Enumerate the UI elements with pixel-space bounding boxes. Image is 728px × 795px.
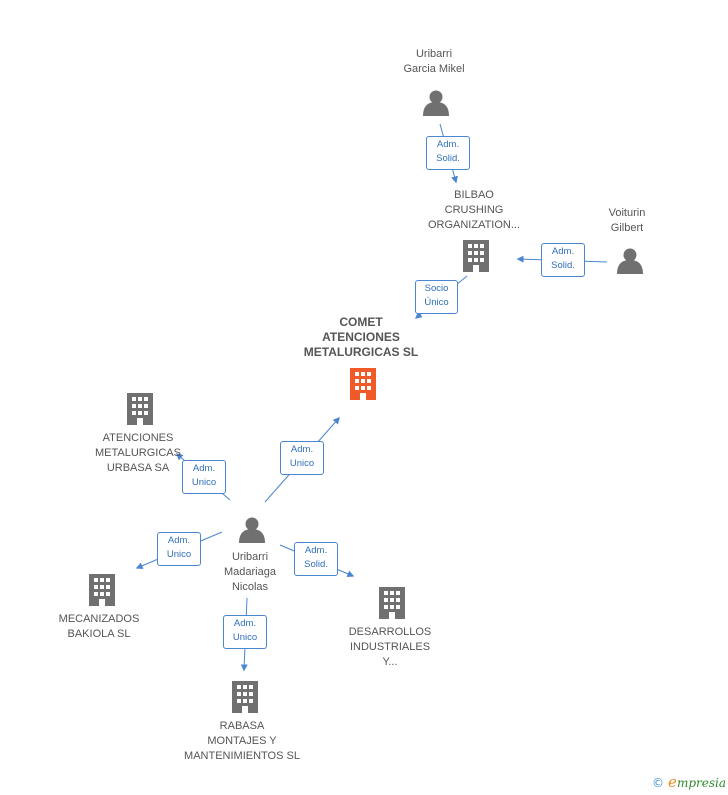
relation-badge-bilbao-comet: Socio Único [415, 280, 458, 314]
person-icon-uribarri-madariaga[interactable] [239, 517, 265, 544]
building-icon-desarrollos[interactable] [379, 587, 405, 619]
label-atenciones[interactable]: ATENCIONES METALURGICAS URBASA SA [95, 432, 181, 474]
relation-badge-madariaga-atenciones: Adm. Unico [182, 460, 226, 494]
relation-badge-garcia-bilbao: Adm. Solid. [426, 136, 470, 170]
label-desarrollos[interactable]: DESARROLLOS INDUSTRIALES Y... [348, 626, 432, 668]
relation-badge-madariaga-mecanizados: Adm. Unico [157, 532, 201, 566]
building-icon-atenciones[interactable] [127, 393, 153, 425]
empresia-logo[interactable]: ©empresia [652, 773, 726, 791]
label-voiturin[interactable]: Voiturin Gilbert [608, 207, 646, 234]
relation-badge-voiturin-bilbao: Adm. Solid. [541, 243, 585, 277]
building-icon-bilbao[interactable] [463, 240, 489, 272]
brand-initial: e [668, 773, 677, 791]
person-icon-uribarri-garcia[interactable] [423, 90, 449, 117]
relation-badge-madariaga-desarrollos: Adm. Solid. [294, 542, 338, 576]
person-icon-voiturin[interactable] [617, 248, 643, 275]
label-bilbao[interactable]: BILBAO CRUSHING ORGANIZATION... [427, 189, 521, 231]
relation-badge-madariaga-comet: Adm. Unico [280, 441, 324, 475]
copyright-icon: © [652, 776, 665, 790]
label-uribarri-madariaga[interactable]: Uribarri Madariaga Nicolas [224, 551, 276, 593]
label-comet[interactable]: COMET ATENCIONES METALURGICAS SL [303, 315, 419, 359]
building-icon-mecanizados[interactable] [89, 574, 115, 606]
relation-badge-madariaga-rabasa: Adm. Unico [223, 615, 267, 649]
label-mecanizados[interactable]: MECANIZADOS BAKIOLA SL [58, 613, 140, 640]
label-rabasa[interactable]: RABASA MONTAJES Y MANTENIMIENTOS SL [184, 720, 300, 762]
building-icon-comet[interactable] [350, 368, 376, 400]
brand-name: mpresia [676, 776, 726, 790]
label-uribarri-garcia[interactable]: Uribarri Garcia Mikel [403, 48, 465, 75]
building-icon-rabasa[interactable] [232, 681, 258, 713]
